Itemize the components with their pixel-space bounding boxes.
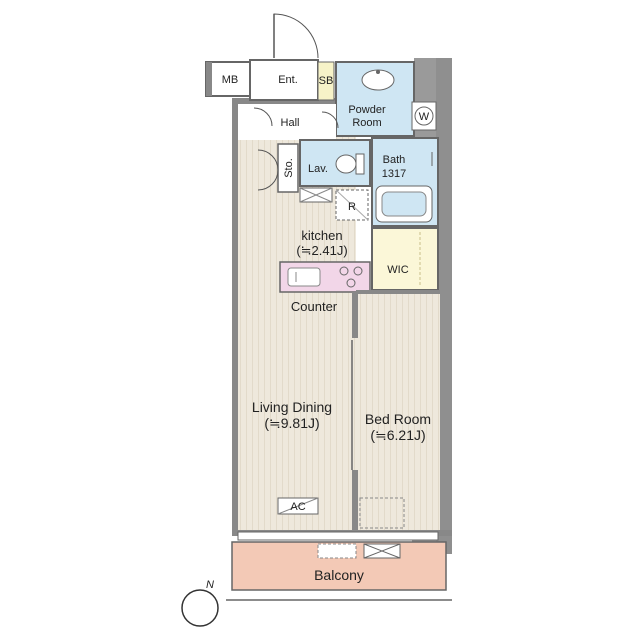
counter-label: Counter bbox=[291, 299, 338, 314]
balcony-unit-1 bbox=[317, 543, 357, 559]
partition-wall bbox=[352, 292, 358, 338]
living-dining-label: Living Dining bbox=[252, 399, 332, 415]
stove-burner-2-icon bbox=[353, 266, 363, 276]
hall-door-swing bbox=[253, 107, 273, 127]
stove-burner-3-icon bbox=[346, 278, 356, 288]
wic-area bbox=[371, 227, 439, 291]
refrigerator-label: R bbox=[348, 201, 356, 213]
ac-diag bbox=[277, 497, 319, 515]
window-frame bbox=[237, 531, 439, 541]
powder-door-swing bbox=[321, 111, 339, 129]
refrigerator-diag bbox=[335, 189, 369, 221]
bedroom-size: (≒6.21J) bbox=[370, 427, 425, 443]
washer-drum-icon bbox=[414, 106, 434, 126]
ac-label: AC bbox=[290, 501, 305, 513]
bedroom-closet bbox=[359, 497, 405, 529]
living-dining-size: (≒9.81J) bbox=[264, 415, 319, 431]
powder-room-label-2: Room bbox=[352, 117, 381, 129]
bath-label-2: 1317 bbox=[382, 168, 406, 180]
mb-label: MB bbox=[222, 74, 239, 86]
hall-area bbox=[238, 104, 336, 140]
mb-wall bbox=[206, 62, 212, 96]
shoe-box bbox=[317, 61, 335, 101]
wic-label: WIC bbox=[387, 264, 408, 276]
north-arrow-icon bbox=[196, 592, 208, 624]
north-label: N bbox=[206, 579, 214, 591]
storage-door-swing bbox=[257, 149, 279, 171]
washer-label: W bbox=[419, 111, 430, 123]
faucet-icon bbox=[376, 70, 380, 74]
bedroom-floor bbox=[356, 292, 440, 532]
storage-door-swing-2 bbox=[257, 169, 279, 191]
balcony-unit-2-diag-b bbox=[363, 543, 401, 559]
hall-label: Hall bbox=[281, 117, 300, 129]
entrance-area bbox=[249, 59, 319, 101]
partition-wall-lower bbox=[352, 470, 358, 532]
wic-bottom-wall bbox=[356, 290, 440, 294]
kitchen-shelf-x2 bbox=[299, 187, 333, 203]
storage-label: Sto. bbox=[283, 158, 295, 178]
bathtub-inner-icon bbox=[381, 191, 427, 217]
front-door-swing bbox=[273, 13, 319, 59]
stove-burner-1-icon bbox=[339, 266, 349, 276]
kitchen-label: kitchen bbox=[301, 228, 342, 243]
kitchen-size: (≒2.41J) bbox=[296, 243, 347, 258]
bath-label-1: Bath bbox=[383, 154, 406, 166]
bedroom-label: Bed Room bbox=[365, 411, 431, 427]
wall-left bbox=[232, 100, 238, 536]
sink-icon bbox=[287, 267, 321, 287]
powder-room-label-1: Powder bbox=[348, 104, 386, 116]
entrance-label: Ent. bbox=[278, 74, 298, 86]
lavatory-label: Lav. bbox=[308, 163, 328, 175]
toilet-tank-icon bbox=[355, 153, 365, 175]
shoe-box-label: SB bbox=[319, 75, 334, 87]
toilet-icon bbox=[335, 154, 357, 174]
north-compass-icon bbox=[181, 589, 219, 627]
balcony-label: Balcony bbox=[314, 567, 364, 583]
